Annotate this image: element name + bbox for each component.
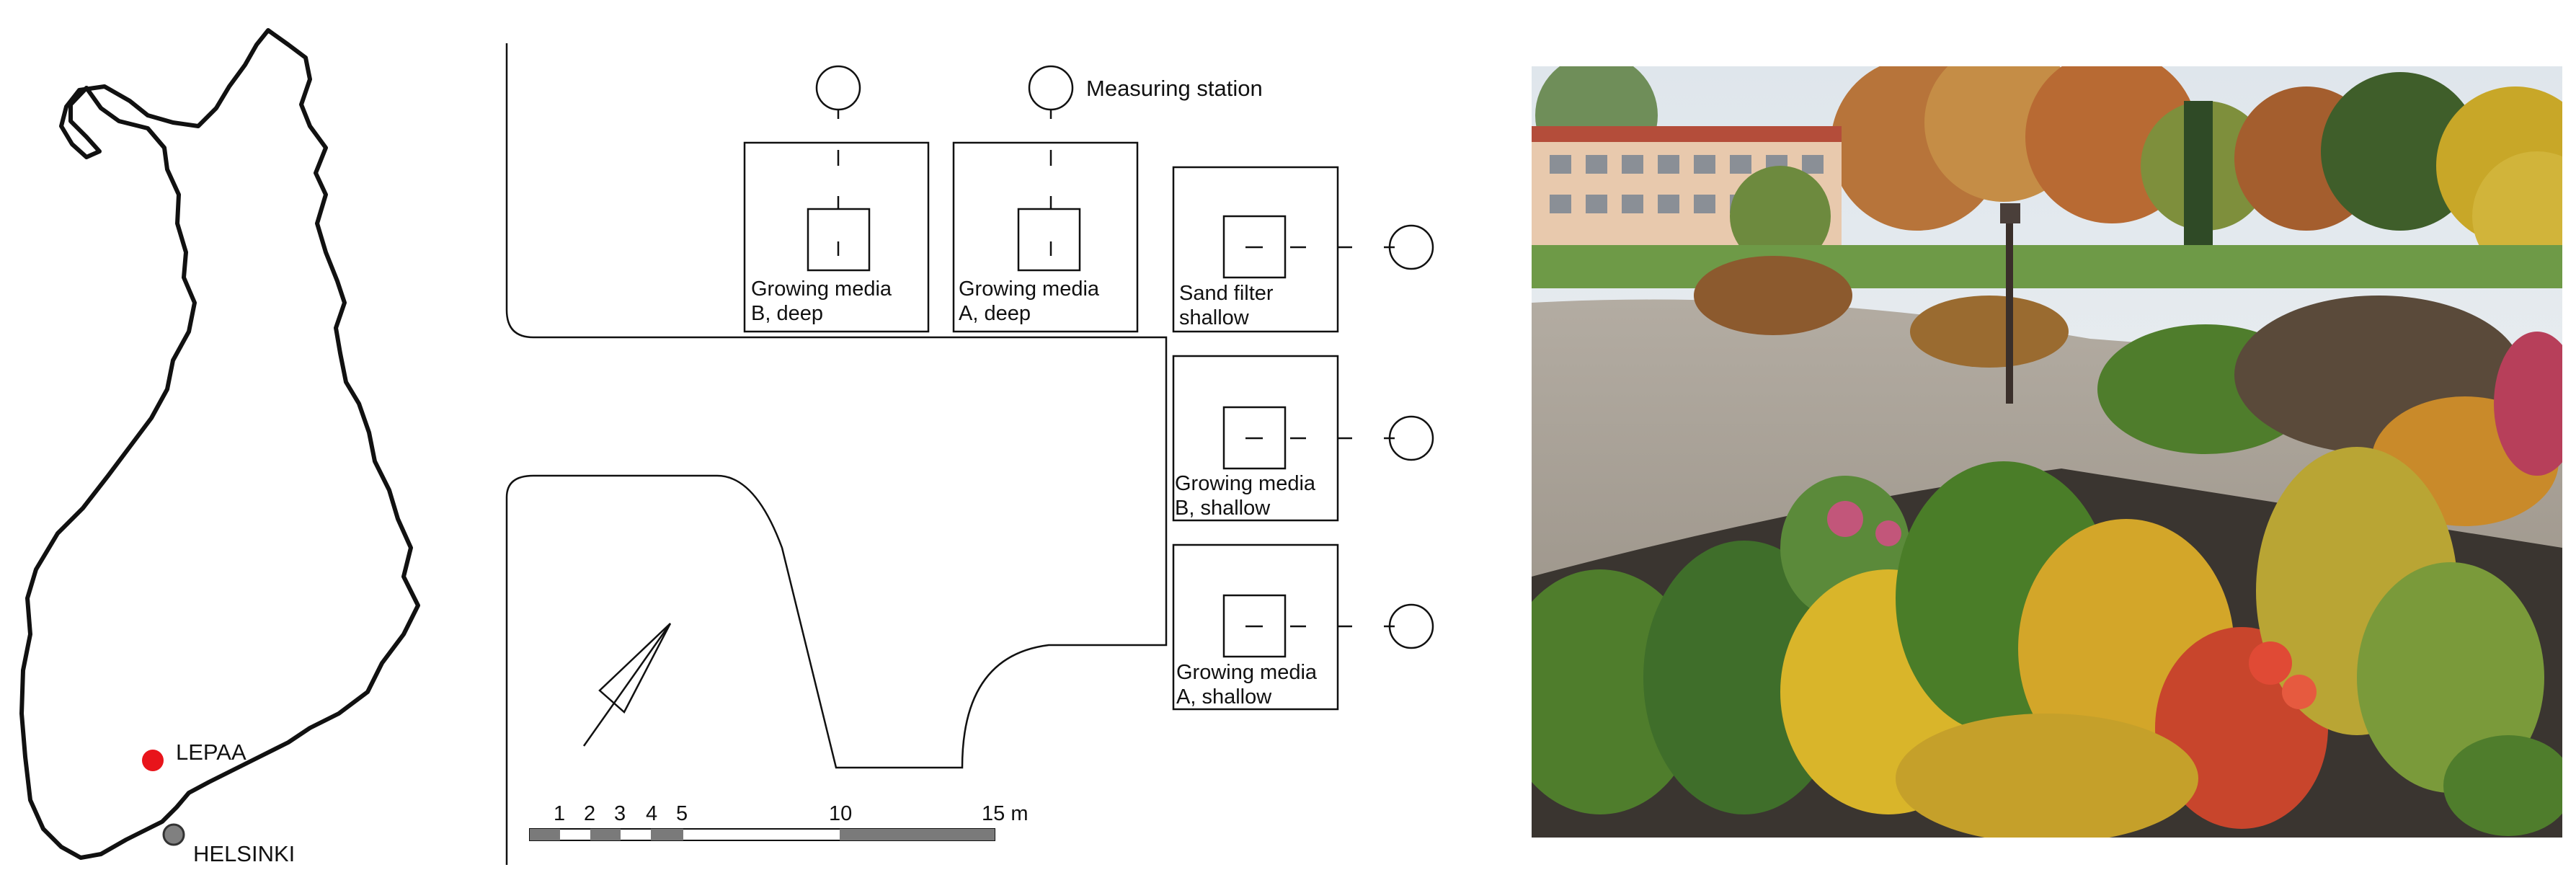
scale-bar: 1 2 3 4 5 10 15 m	[529, 802, 1028, 841]
plan-boundary-upper	[505, 43, 1168, 865]
station-right-1	[1245, 224, 1434, 270]
plot-label-line1: Growing media	[751, 277, 892, 301]
station-right-3	[1245, 603, 1434, 649]
scale-tick-4: 4	[646, 802, 657, 825]
plot-label-line2: shallow	[1179, 306, 1250, 329]
measuring-station-label: Measuring station	[1086, 76, 1263, 101]
plot-label-line2: A, deep	[959, 302, 1031, 325]
helsinki-marker	[162, 823, 185, 846]
lepaa-marker	[142, 750, 164, 771]
scale-tick-15: 15 m	[982, 802, 1028, 825]
plot-gm-a-deep: Growing media A, deep	[952, 141, 1139, 333]
plot-label-line2: A, shallow	[1176, 685, 1272, 709]
scale-tick-2: 2	[584, 802, 595, 825]
scale-tick-1: 1	[554, 802, 565, 825]
scale-tick-3: 3	[614, 802, 626, 825]
plot-gm-b-shallow: Growing media B, shallow	[1172, 355, 1339, 522]
plot-label-line2: B, deep	[751, 302, 823, 325]
plot-label-line1: Growing media	[959, 277, 1100, 301]
plot-sand-filter-shallow: Sand filter shallow	[1172, 166, 1339, 333]
station-right-2	[1245, 415, 1434, 461]
lepaa-label: LEPAA	[176, 739, 247, 765]
north-arrow-icon	[582, 623, 672, 747]
plot-label-line1: Growing media	[1176, 661, 1318, 684]
plot-gm-b-deep: Growing media B, deep	[743, 141, 930, 333]
plot-label-line2: B, shallow	[1175, 497, 1271, 520]
scale-tick-5: 5	[676, 802, 688, 825]
finland-map: LEPAA HELSINKI	[19, 28, 420, 866]
station-top-1	[815, 65, 861, 256]
site-plan	[505, 43, 1168, 865]
plot-label-line1: Growing media	[1175, 472, 1316, 495]
station-top-2	[1028, 65, 1074, 256]
helsinki-label: HELSINKI	[193, 841, 295, 866]
garden-photo	[1532, 66, 2562, 838]
scale-tick-10: 10	[829, 802, 852, 825]
plot-gm-a-shallow: Growing media A, shallow	[1172, 543, 1339, 711]
finland-outline	[19, 28, 420, 860]
plot-label-line1: Sand filter	[1179, 282, 1274, 305]
